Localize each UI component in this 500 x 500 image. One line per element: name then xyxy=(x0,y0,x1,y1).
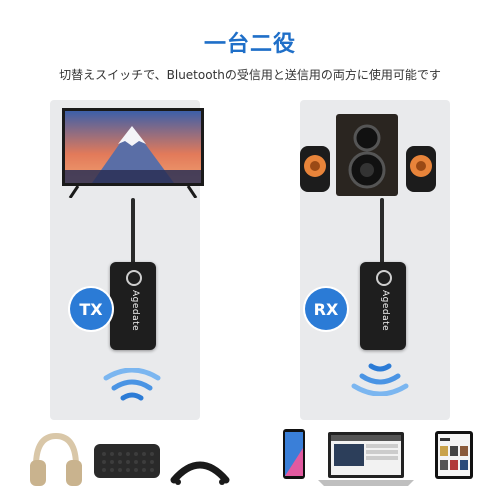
neckband-headphones-icon xyxy=(170,461,230,485)
tv-icon xyxy=(62,108,204,198)
tx-badge: TX xyxy=(70,288,112,330)
wifi-signal-icon xyxy=(351,363,409,396)
rx-brand-label: Agedate xyxy=(380,290,390,332)
tablet-icon xyxy=(435,431,473,479)
laptop-icon xyxy=(318,432,414,486)
tx-audio-cable xyxy=(131,198,135,264)
transmitter-device: Agedate xyxy=(110,262,156,350)
rx-badge: RX xyxy=(305,288,347,330)
bluetooth-speaker-icon xyxy=(94,444,160,478)
page-subtitle: 切替えスイッチで、Bluetoothの受信用と送信用の両方に使用可能です xyxy=(59,68,441,82)
receiver-device: Agedate xyxy=(360,262,406,350)
tx-brand-label: Agedate xyxy=(130,290,140,332)
power-icon xyxy=(126,270,142,286)
smartphone-icon xyxy=(283,429,305,479)
speaker-set-icon xyxy=(300,114,436,196)
headphones-icon xyxy=(30,432,82,486)
rx-audio-cable xyxy=(380,198,384,264)
wifi-signal-icon xyxy=(103,368,161,401)
page-title: 一台二役 xyxy=(203,32,296,57)
power-icon xyxy=(376,270,392,286)
